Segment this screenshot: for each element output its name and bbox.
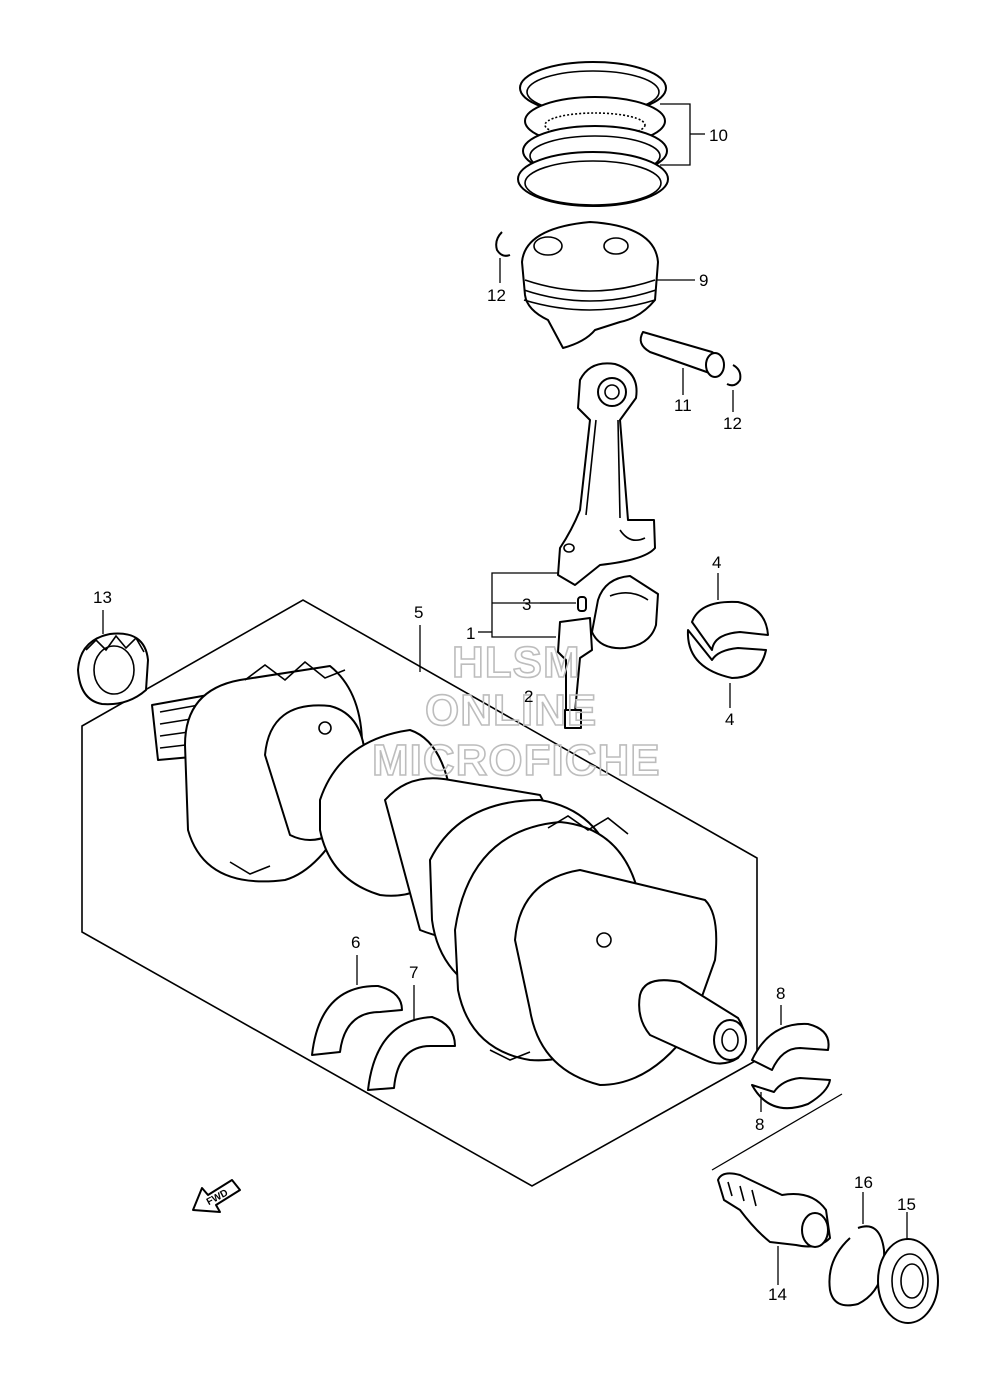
connecting-rod-bolt	[557, 617, 593, 729]
callout-15: 15	[897, 1195, 916, 1214]
thrust-bearing-right	[367, 1016, 456, 1091]
journal-bearing	[751, 1022, 831, 1110]
oil-seal	[877, 1238, 939, 1324]
callout-3: 3	[522, 595, 531, 614]
connecting-rod-cap	[591, 575, 659, 650]
callout-10: 10	[709, 126, 728, 145]
piston	[521, 221, 659, 349]
crankpin-bearing	[686, 600, 769, 679]
callout-2: 2	[524, 687, 533, 706]
forward-direction-arrow: FWD	[192, 1179, 241, 1213]
callout-1: 1	[466, 624, 475, 643]
callout-11: 11	[674, 396, 692, 415]
watermark: HLSM ONLINE MICROFICHE	[371, 637, 661, 786]
callout-12-left: 12	[487, 286, 506, 305]
callout-4-top: 4	[712, 553, 721, 572]
callout-16: 16	[854, 1173, 873, 1192]
svg-text:HLSM: HLSM	[452, 638, 581, 687]
piston-ring-set	[517, 61, 669, 207]
callout-12-right: 12	[723, 414, 742, 433]
piston-pin-clip	[495, 231, 511, 257]
rod-dowel-pin	[577, 596, 587, 612]
crankshaft-bolt	[717, 1172, 831, 1248]
crankshaft	[151, 660, 747, 1086]
piston-pin	[639, 331, 725, 378]
thrust-bearing-left	[311, 984, 403, 1056]
circlip	[828, 1225, 886, 1307]
connecting-rod	[557, 362, 656, 586]
callout-13: 13	[93, 588, 112, 607]
svg-text:MICROFICHE: MICROFICHE	[372, 736, 661, 785]
svg-text:ONLINE: ONLINE	[425, 686, 597, 735]
callout-8-top: 8	[776, 984, 785, 1003]
callout-5: 5	[414, 603, 423, 622]
primary-drive-gear	[77, 632, 149, 706]
callout-14: 14	[768, 1285, 787, 1304]
callout-9: 9	[699, 271, 708, 290]
callout-6: 6	[351, 933, 360, 952]
callout-7: 7	[409, 963, 418, 982]
callout-4-bottom: 4	[725, 710, 734, 729]
callout-8-bottom: 8	[755, 1115, 764, 1134]
piston-pin-clip	[726, 364, 742, 387]
